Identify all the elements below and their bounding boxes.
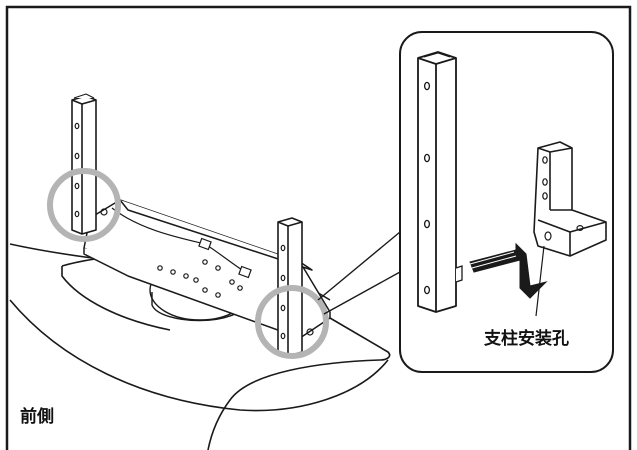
highlight-circle-left [47,168,121,242]
right-pillar-holes [280,244,286,340]
detail-pillar [417,51,457,313]
left-pillar [71,93,97,235]
callout-lines [317,231,401,315]
leader-line [535,245,545,317]
detail-pillar-holes [423,81,431,295]
detail-pillar-stub [455,265,463,283]
pillar-bolts [100,208,314,336]
insert-direction-arrow [469,242,548,299]
detail-bracket-holes [542,156,584,241]
diagram-frame [5,5,632,450]
pillar-mount-hole-label: 支柱安装孔 [484,329,569,349]
detail-bracket [533,141,607,257]
cable-clamps [111,207,252,279]
bracket-holes [157,259,243,298]
highlight-circle-right [255,285,329,359]
front-side-label: 前側 [20,407,54,427]
left-pillar-holes [74,122,80,218]
